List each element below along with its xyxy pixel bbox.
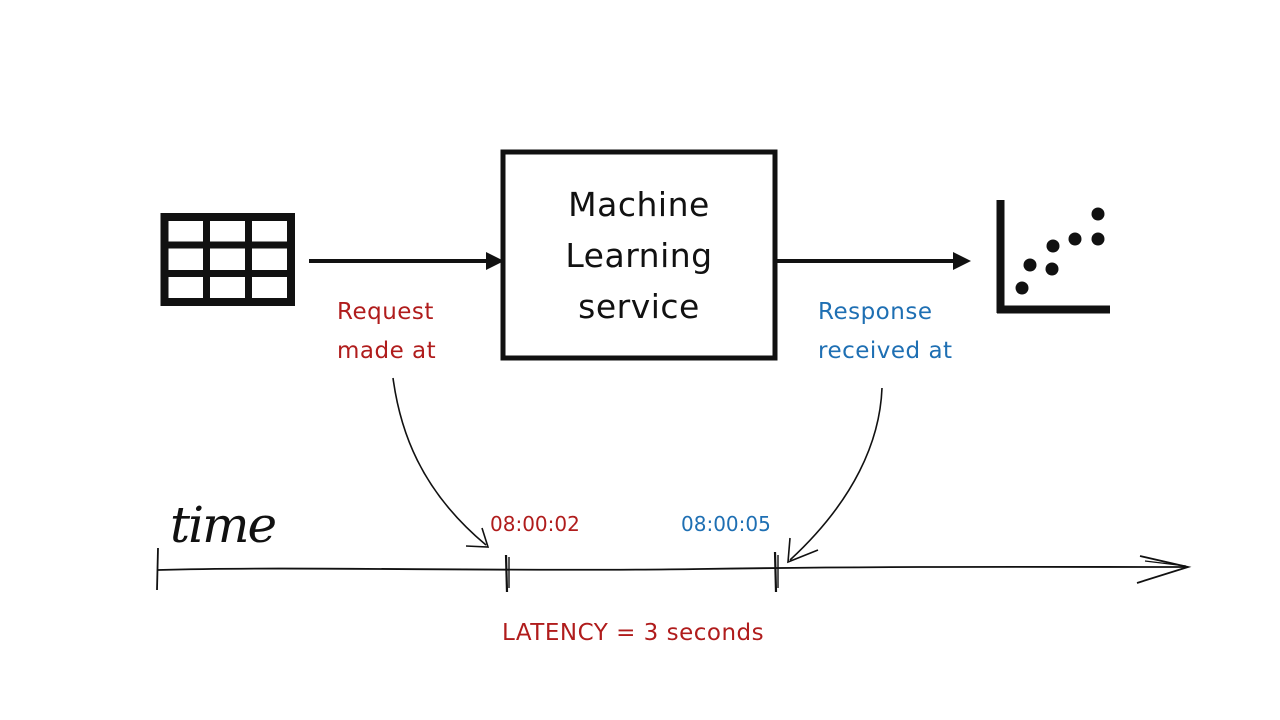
service-box	[500, 149, 778, 361]
service-label-line-1: Machine	[568, 184, 710, 224]
request-label-line-2: made at	[337, 338, 437, 364]
request-time-tick	[504, 554, 510, 593]
time-axis-label: time	[170, 496, 277, 554]
response-label-line-2: received at	[818, 338, 953, 364]
request-label: Request made at	[337, 293, 436, 371]
response-time-tick	[773, 551, 779, 593]
service-label-line-3: service	[578, 286, 700, 326]
table-grid-icon	[160, 213, 295, 306]
latency-label: LATENCY = 3 seconds	[502, 620, 765, 646]
input-arrow	[309, 252, 504, 270]
timeline-axis	[156, 547, 1192, 591]
response-label: Response received at	[818, 293, 953, 371]
request-label-line-1: Request	[337, 299, 434, 325]
response-label-line-1: Response	[818, 299, 933, 325]
output-arrow	[776, 252, 971, 270]
service-label: Machine Learning service	[503, 152, 775, 358]
request-timestamp: 08:00:02	[490, 512, 580, 536]
response-timestamp: 08:00:05	[681, 512, 771, 536]
request-pointer-arrow	[392, 377, 490, 548]
response-pointer-arrow	[787, 387, 883, 564]
scatter-plot-icon	[996, 200, 1110, 314]
service-label-line-2: Learning	[565, 235, 713, 275]
